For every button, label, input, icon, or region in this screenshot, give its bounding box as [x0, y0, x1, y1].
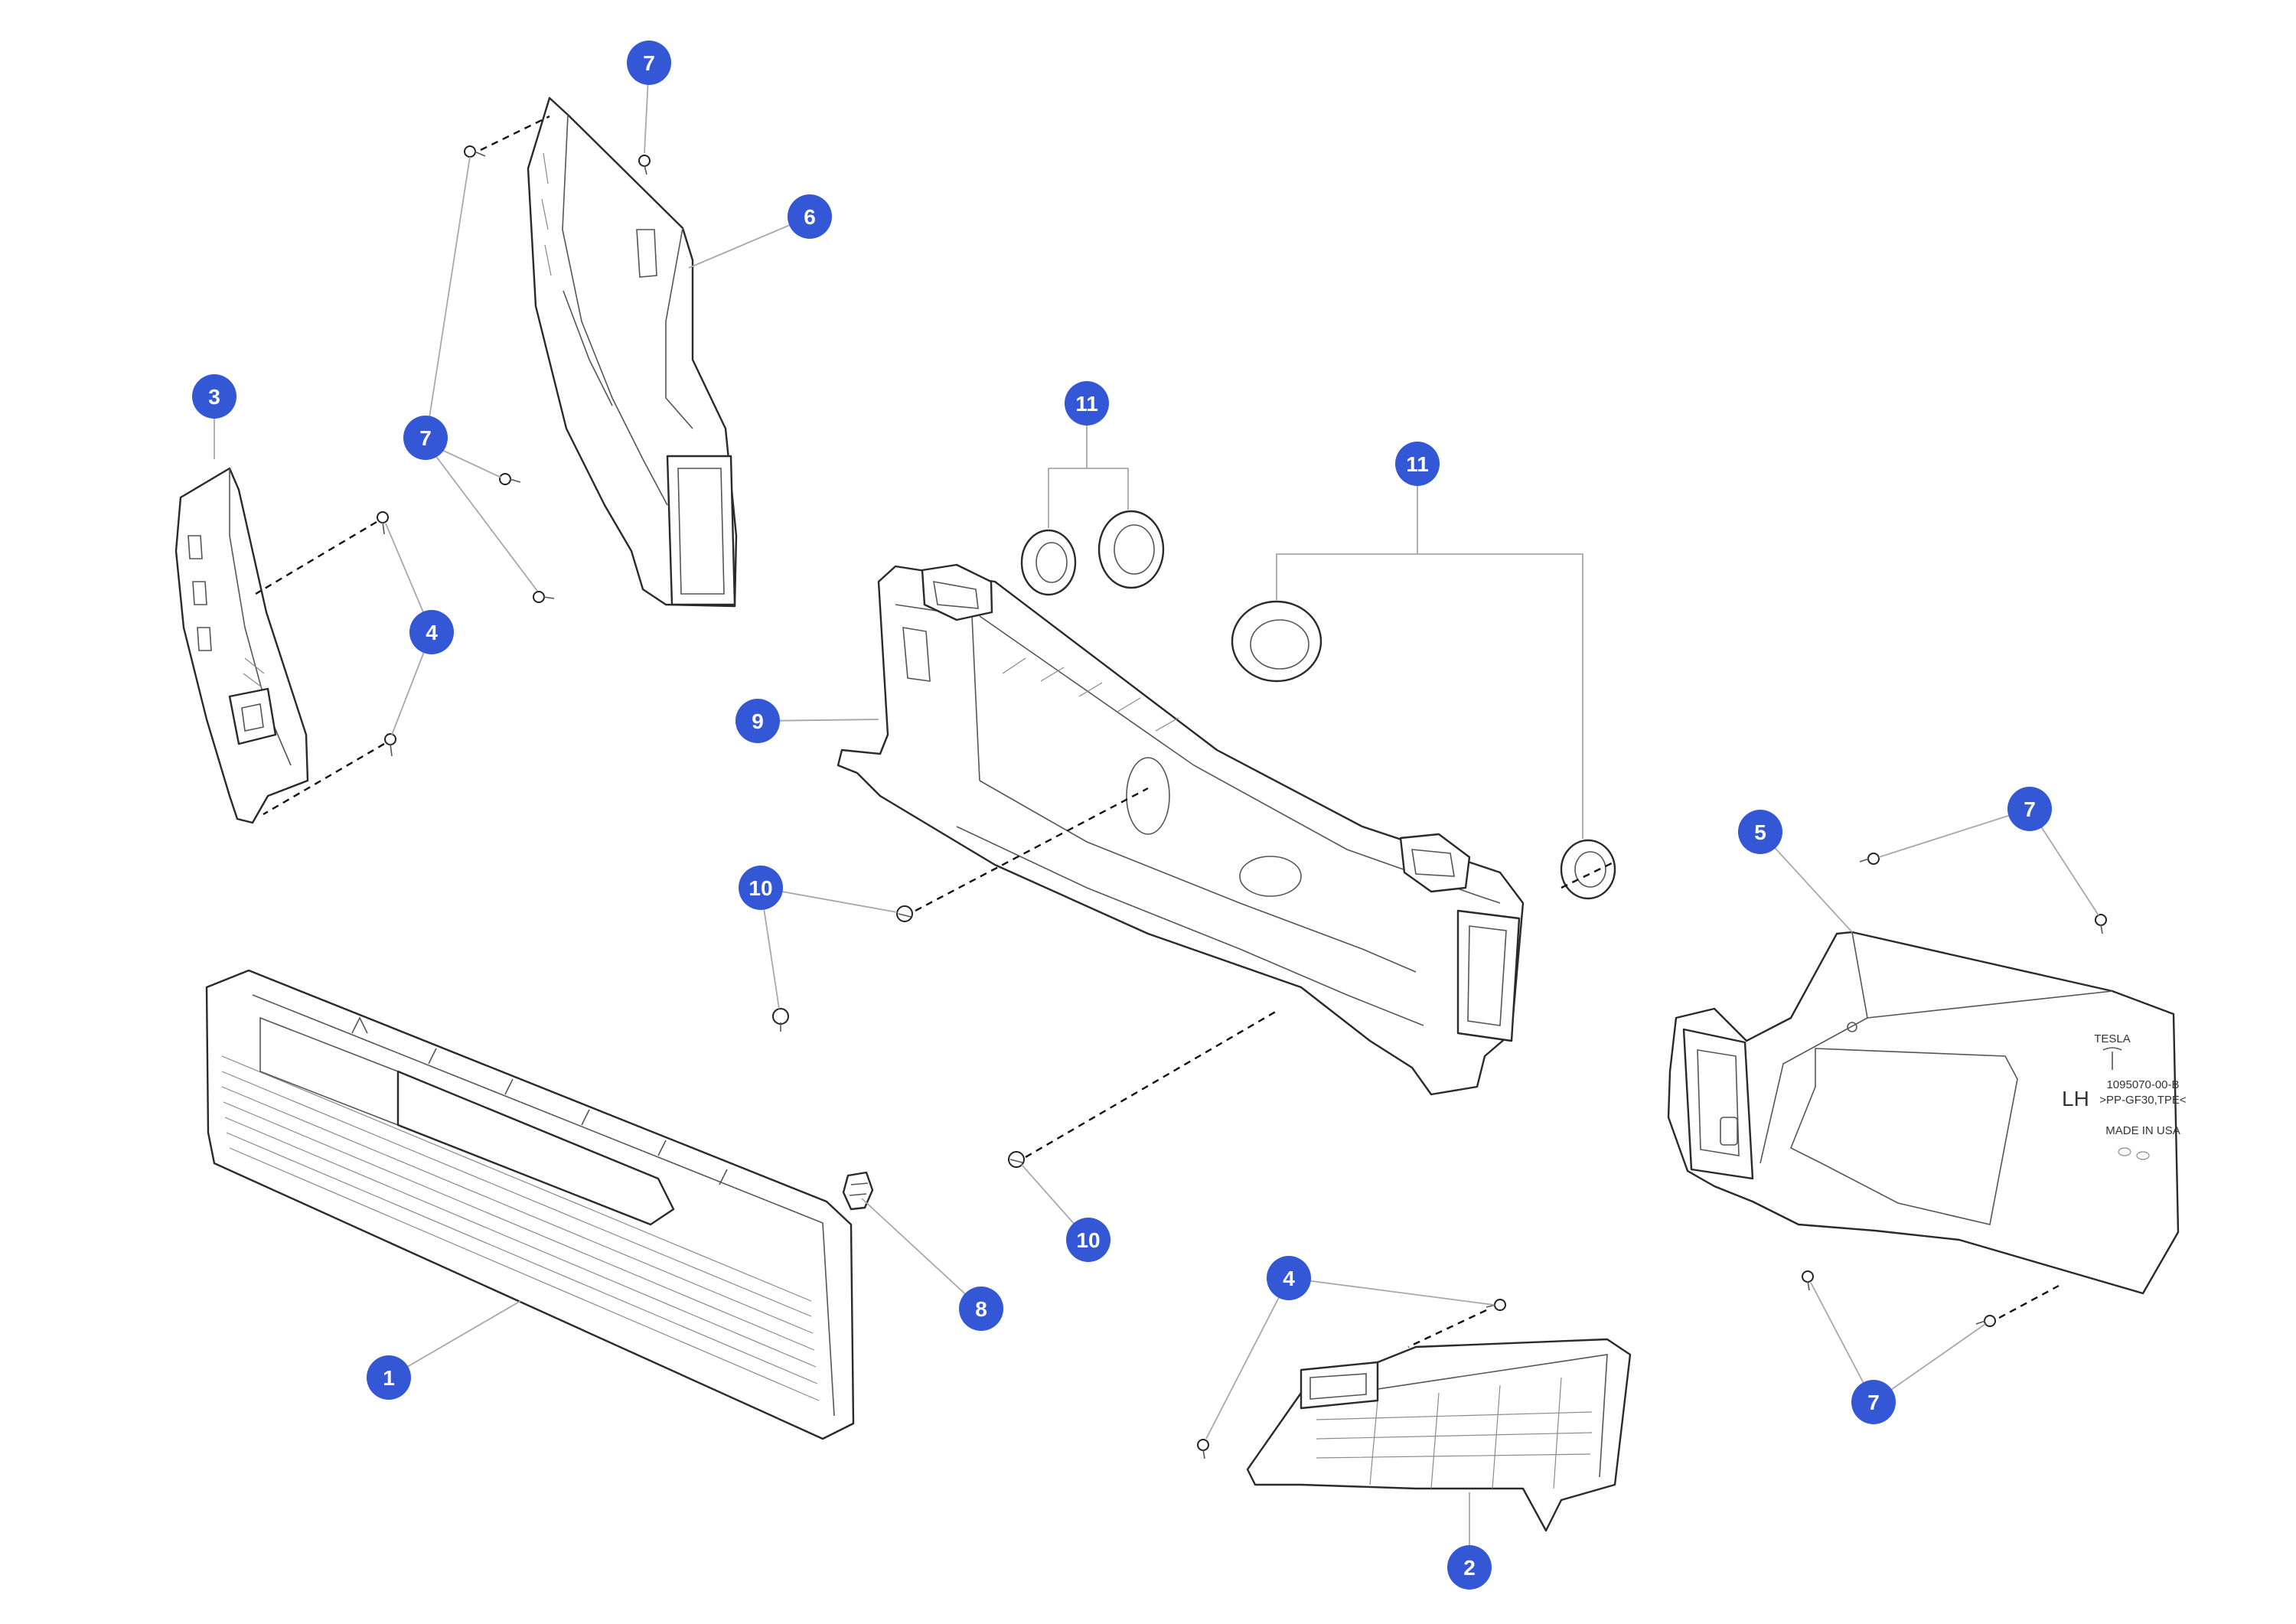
part-5-right-duct: TESLA LH 1095070-00-B >PP-GF30,TPE< MADE…: [1667, 931, 2187, 1295]
screw-7-e: [1859, 853, 1880, 865]
assembly-lines: [255, 115, 2060, 1348]
callout-4-lower: 4: [1267, 1256, 1311, 1300]
svg-text:7: 7: [419, 426, 432, 450]
leader-lines: [214, 62, 2099, 1567]
part-label-brand: TESLA: [2094, 1032, 2131, 1045]
svg-text:4: 4: [426, 621, 438, 644]
part-label-side: LH: [2062, 1087, 2089, 1110]
svg-text:11: 11: [1075, 392, 1098, 416]
callout-4-left: 4: [409, 610, 454, 654]
part-11-seal-ring-b: [1097, 510, 1165, 589]
svg-text:3: 3: [208, 385, 220, 409]
svg-text:7: 7: [2024, 797, 2036, 821]
callout-5: 5: [1738, 810, 1782, 854]
svg-text:11: 11: [1406, 452, 1429, 476]
screw-4-b: [384, 733, 396, 757]
callout-1: 1: [367, 1355, 411, 1400]
screw-10-b: [772, 1008, 789, 1032]
part-1-grille: [205, 969, 855, 1440]
callout-7-top: 7: [627, 41, 671, 85]
callout-7-left: 7: [403, 416, 448, 460]
callout-7-right-bottom: 7: [1851, 1380, 1896, 1424]
screw-7-c: [499, 473, 521, 485]
part-6-upper-duct: [527, 96, 738, 608]
screw-4-c: [1486, 1299, 1506, 1311]
screw-4-a: [377, 511, 389, 535]
callout-8: 8: [959, 1286, 1003, 1331]
svg-text:9: 9: [752, 709, 764, 733]
part-label-number: 1095070-00-B: [2106, 1078, 2179, 1091]
screw-7-d: [533, 591, 555, 603]
callout-10-lower: 10: [1066, 1218, 1110, 1262]
part-3-left-bracket: [174, 467, 309, 824]
part-11-seal-ring-d: [1560, 839, 1616, 900]
screw-4-d: [1197, 1439, 1209, 1459]
tesla-logo-icon: [2102, 1047, 2122, 1070]
callout-7-right-top: 7: [2007, 787, 2052, 831]
screw-7-a: [464, 145, 486, 158]
part-11-seal-ring-c: [1231, 600, 1322, 683]
part-2-lower-bracket: [1246, 1338, 1632, 1532]
screw-7-f: [2095, 914, 2107, 934]
svg-text:4: 4: [1283, 1267, 1295, 1290]
callout-11-left: 11: [1065, 381, 1109, 426]
svg-text:6: 6: [804, 205, 816, 229]
part-label-material: >PP-GF30,TPE<: [2099, 1094, 2187, 1107]
svg-text:7: 7: [643, 51, 655, 75]
svg-text:10: 10: [1076, 1228, 1100, 1252]
screw-7-g: [1802, 1270, 1814, 1291]
callout-10-upper: 10: [739, 866, 783, 910]
svg-text:10: 10: [748, 876, 772, 900]
svg-text:2: 2: [1463, 1556, 1476, 1580]
callout-2: 2: [1447, 1545, 1492, 1590]
screw-10-c: [1008, 1151, 1025, 1168]
screw-10-a: [896, 905, 913, 922]
svg-text:1: 1: [383, 1366, 395, 1390]
callout-6: 6: [788, 194, 832, 239]
svg-text:8: 8: [975, 1297, 987, 1321]
part-label-origin: MADE IN USA: [2105, 1124, 2180, 1137]
part-11-seal-ring-a: [1020, 529, 1077, 596]
callout-3: 3: [192, 374, 236, 419]
part-9-center-housing: [837, 563, 1525, 1096]
screw-7-h: [1975, 1315, 1996, 1327]
svg-text:5: 5: [1754, 820, 1766, 844]
svg-text:7: 7: [1867, 1391, 1880, 1414]
screw-7-b: [638, 155, 651, 175]
part-8-clip: [842, 1171, 874, 1211]
fastener-screws: [377, 145, 2107, 1459]
callout-9: 9: [735, 699, 780, 743]
callout-11-right: 11: [1395, 442, 1440, 486]
